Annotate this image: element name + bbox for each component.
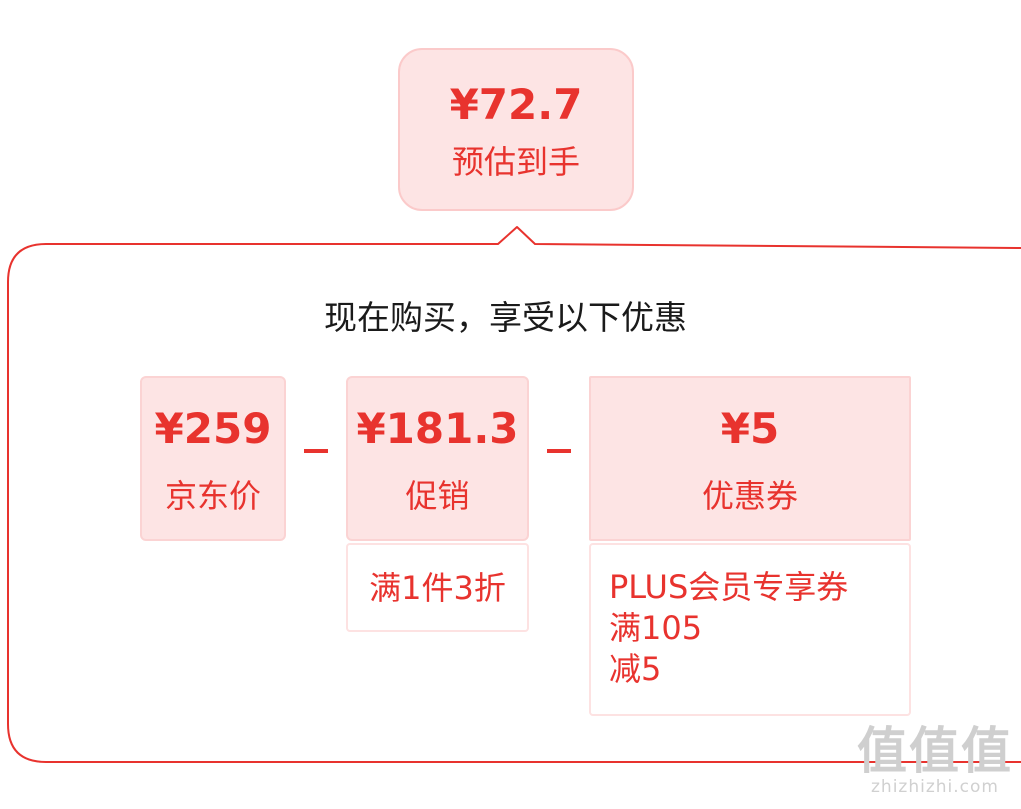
jd-price-amount: ¥259 — [154, 404, 272, 453]
watermark-logo: 值值值 — [857, 722, 1013, 780]
coupon-amount: ¥5 — [720, 404, 780, 453]
promotion-card: ¥181.3 促销 — [346, 376, 529, 541]
estimated-price-bubble: ¥72.7 预估到手 — [398, 48, 634, 211]
offers-heading: 现在购买，享受以下优惠 — [324, 298, 687, 337]
promotion-detail-text: 满1件3折 — [369, 569, 506, 607]
jd-price-card: ¥259 京东价 — [140, 376, 286, 541]
site-watermark: 值值值 zhizhizhi.com — [857, 725, 1013, 797]
jd-price-label: 京东价 — [164, 477, 261, 515]
coupon-label: 优惠券 — [701, 477, 798, 515]
coupon-detail: PLUS会员专享券 满105 减5 — [589, 543, 911, 716]
coupon-card: ¥5 优惠券 — [589, 376, 911, 541]
coupon-detail-line: PLUS会员专享券 — [609, 568, 849, 606]
promotion-label: 促销 — [405, 477, 470, 515]
estimated-price: ¥72.7 — [449, 80, 583, 129]
coupon-detail-line: 满105 — [609, 609, 703, 647]
watermark-site: zhizhizhi.com — [871, 777, 999, 797]
estimated-price-label: 预估到手 — [451, 143, 580, 181]
promotion-detail: 满1件3折 — [346, 543, 529, 632]
minus-sign — [304, 449, 328, 453]
promotion-amount: ¥181.3 — [356, 404, 519, 453]
minus-sign — [547, 449, 571, 453]
coupon-detail-line: 减5 — [609, 650, 662, 688]
